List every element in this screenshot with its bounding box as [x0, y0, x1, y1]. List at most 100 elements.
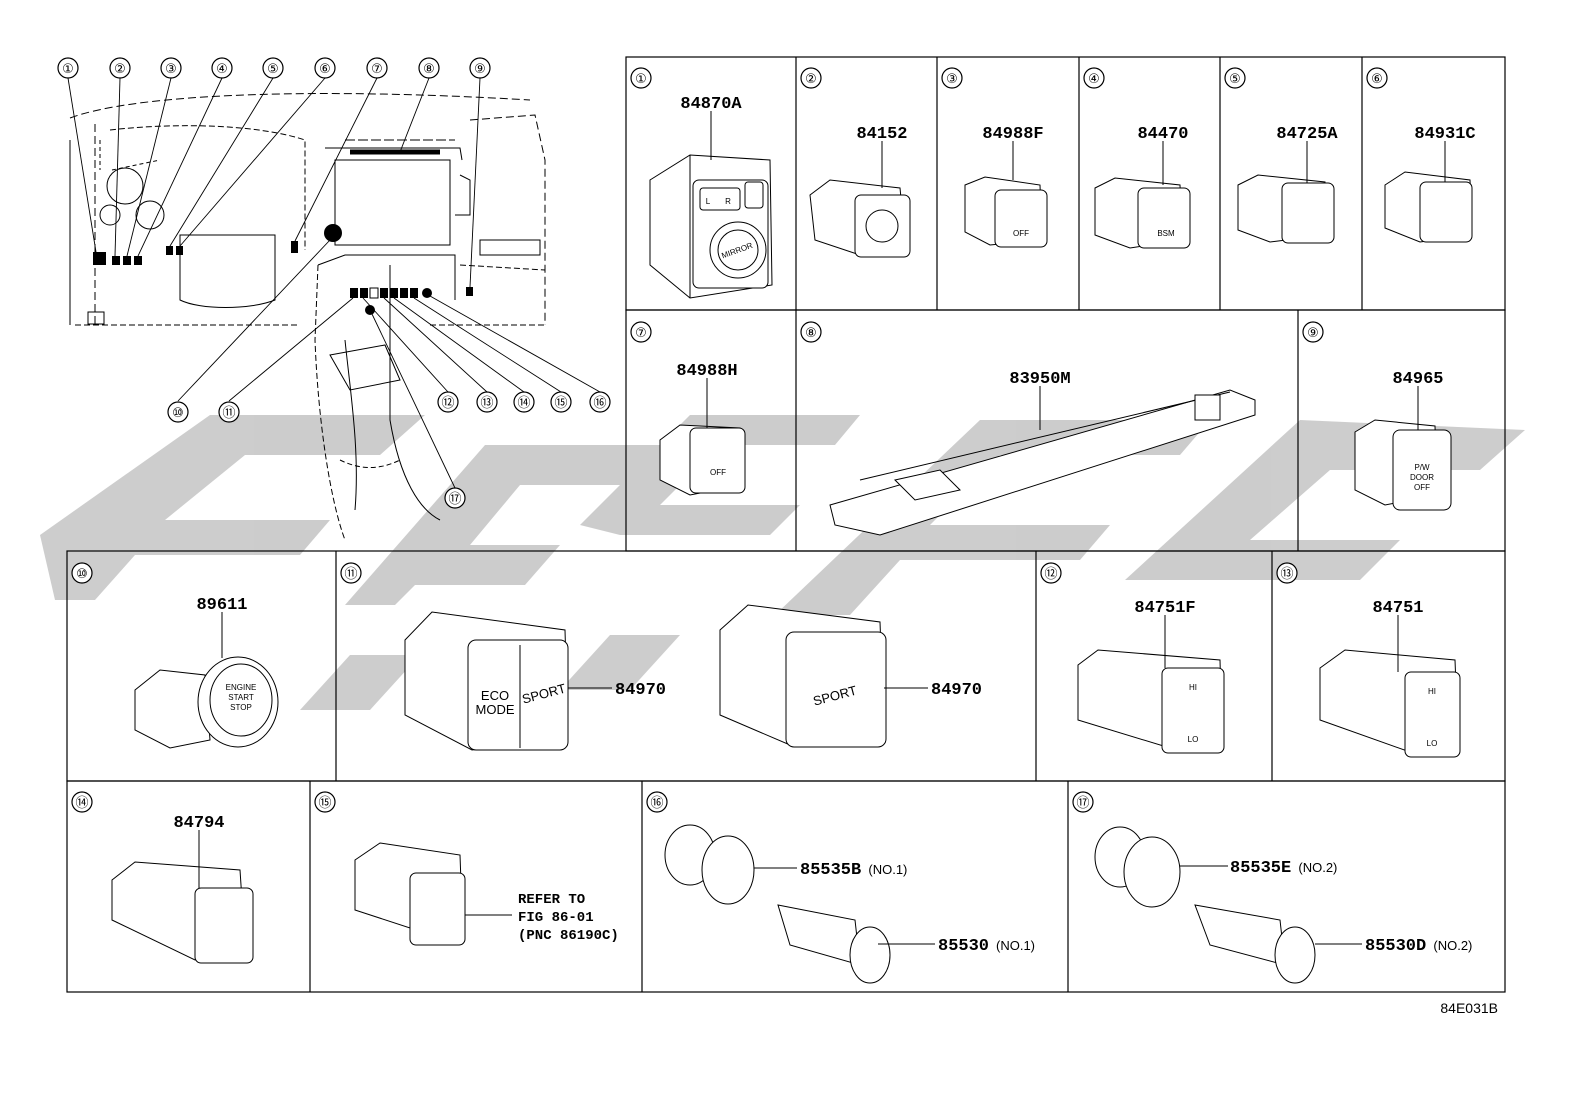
overview-callout-2: ②: [114, 61, 126, 76]
cell-callout-3-ring: [941, 67, 963, 89]
cell-callout-15-ring: [314, 791, 336, 813]
overview-callout-4-ring: [211, 57, 233, 79]
part-number-89611: 89611: [196, 596, 247, 615]
cell-callout-16: ⑯: [650, 795, 663, 810]
switch-84988h-sketch: [659, 424, 746, 496]
overview-callout-3-ring: [160, 57, 182, 79]
overview-callout-9: ⑨: [474, 61, 486, 76]
cell-callout-2-ring: [800, 67, 822, 89]
parts-table: [66, 56, 1506, 993]
cell-callout-17: ⑰: [1076, 795, 1089, 810]
illustration-code: 84E031B: [1440, 1000, 1498, 1016]
switch-84725a-sketch: [1237, 174, 1335, 244]
overview-callout-3: ③: [165, 61, 177, 76]
reference-note-line-1: REFER TO: [518, 892, 585, 908]
switch-84470-label-bsm: BSM: [1157, 229, 1175, 238]
part-number-84725a: 84725A: [1276, 125, 1338, 144]
switch-84988f-label-off: OFF: [1013, 229, 1029, 238]
overview-callout-12-ring: [437, 391, 459, 413]
part-number-84970-sport: 84970: [931, 681, 982, 700]
reference-note-line-3: (PNC 86190C): [518, 928, 619, 944]
engine-button-label-engine: ENGINE: [226, 683, 257, 692]
part-note-85535e: (NO.2): [1298, 860, 1337, 875]
cell-callout-12: ⑫: [1044, 566, 1057, 581]
cell-callout-9: ⑨: [1307, 325, 1319, 340]
seat-heater-84751-label-lo: LO: [1427, 739, 1438, 748]
switch-84988f-sketch: [964, 176, 1048, 248]
switch-84931c-sketch: [1384, 171, 1473, 243]
part-number-84152: 84152: [856, 125, 907, 144]
part-number-84965: 84965: [1392, 370, 1443, 389]
part-number-84931c: 84931C: [1414, 125, 1475, 144]
eco-sport-label-eco: ECO: [481, 688, 509, 703]
overview-callout-12: ⑫: [441, 395, 454, 410]
overview-callout-7: ⑦: [371, 61, 383, 76]
cell-callout-1-ring: [630, 67, 652, 89]
cell-callout-6-ring: [1366, 67, 1388, 89]
reference-note-line-2: FIG 86-01: [518, 910, 594, 926]
switch-84965-label-pw: P/W: [1414, 463, 1430, 472]
overview-callout-4: ④: [216, 61, 228, 76]
overview-callout-14: ⑭: [517, 395, 530, 410]
overview-callout-16-ring: [589, 391, 611, 413]
overview-callout-13-ring: [476, 391, 498, 413]
part-number-85530d: 85530D: [1365, 937, 1426, 956]
overview-callout-5-ring: [262, 57, 284, 79]
cell-callout-13-ring: [1276, 562, 1298, 584]
switch-86190c-sketch: [354, 842, 466, 946]
cell-callout-8-ring: [800, 321, 822, 343]
part-number-84970-eco-sport: 84970: [615, 681, 666, 700]
cell-callout-7: ⑦: [635, 325, 647, 340]
cell-callout-16-ring: [646, 791, 668, 813]
cell-callout-6: ⑥: [1371, 71, 1383, 86]
sport-switch-sketch: [719, 604, 887, 748]
switch-84152-sketch: [809, 179, 911, 258]
overview-callout-15-ring: [550, 391, 572, 413]
dashboard-overview: [67, 77, 601, 541]
switch-84470-sketch: [1094, 177, 1191, 249]
cell-callout-11: ⑪: [344, 566, 357, 581]
seat-heater-84751f-label-hi: HI: [1189, 683, 1197, 692]
cell-callout-4: ④: [1088, 71, 1100, 86]
part-number-84751: 84751: [1372, 599, 1423, 618]
cell-callout-3: ③: [946, 71, 958, 86]
engine-start-button-sketch: [134, 656, 279, 749]
seat-heater-84751f-label-lo: LO: [1188, 735, 1199, 744]
part-number-85535b: 85535B: [800, 861, 861, 880]
mirror-label-r: R: [725, 197, 731, 206]
part-note-85530d: (NO.2): [1433, 938, 1472, 953]
eco-sport-label-mode: MODE: [476, 702, 515, 717]
overview-callout-13: ⑬: [480, 395, 493, 410]
switch-panel-83950m-sketch: [829, 389, 1256, 536]
seat-heater-84751-label-hi: HI: [1428, 687, 1436, 696]
cell-callout-11-ring: [340, 562, 362, 584]
part-number-84988f: 84988F: [982, 125, 1043, 144]
overview-callout-5: ⑤: [267, 61, 279, 76]
overview-callout-8: ⑧: [423, 61, 435, 76]
cell-callout-14: ⑭: [75, 795, 88, 810]
switch-84965-sketch: [1354, 419, 1452, 511]
switch-84794-sketch: [111, 861, 254, 964]
cell-callout-10-ring: [71, 562, 93, 584]
part-number-85535e: 85535E: [1230, 859, 1291, 878]
cell-callout-14-ring: [71, 791, 93, 813]
overview-callout-14-ring: [513, 391, 535, 413]
cell-callout-1: ①: [635, 71, 647, 86]
part-number-83950m: 83950M: [1009, 370, 1070, 389]
switch-84965-label-off: OFF: [1414, 483, 1430, 492]
overview-callout-9-ring: [469, 57, 491, 79]
cell-callout-7-ring: [630, 321, 652, 343]
mirror-label-l: L: [706, 197, 711, 206]
cell-callout-13: ⑬: [1280, 566, 1293, 581]
cell-callout-17-ring: [1072, 791, 1094, 813]
cell-callout-15: ⑮: [318, 795, 331, 810]
overview-callout-6: ⑥: [319, 61, 331, 76]
engine-button-label-stop: STOP: [230, 703, 252, 712]
power-outlet-no1-sketch: [664, 824, 891, 984]
overview-callout-17: ⑰: [448, 491, 461, 506]
overview-callout-8-ring: [418, 57, 440, 79]
overview-callout-15: ⑮: [554, 395, 567, 410]
overview-callout-7-ring: [366, 57, 388, 79]
switch-84988h-label-off: OFF: [710, 468, 726, 477]
overview-callout-17-ring: [444, 487, 466, 509]
